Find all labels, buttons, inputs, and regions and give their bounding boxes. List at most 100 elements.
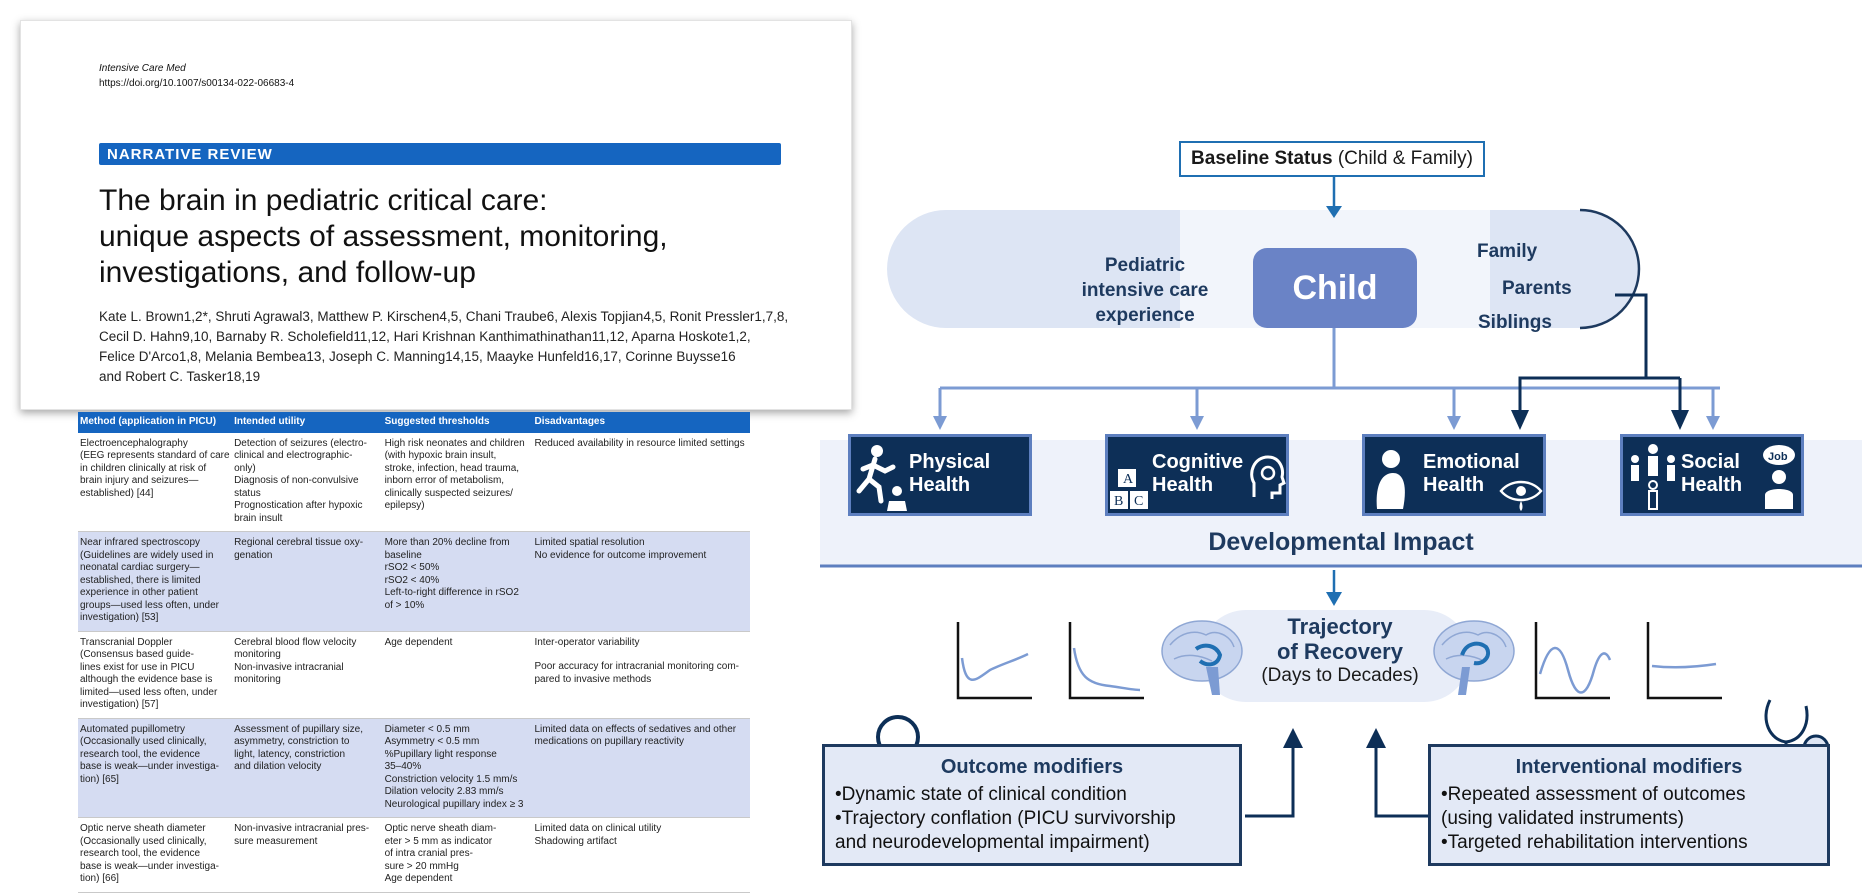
cell-line: Non-invasive intracranial xyxy=(234,662,380,675)
title-line: unique aspects of assessment, monitoring… xyxy=(99,219,799,255)
cognitive-health-box: A B C Cognitive Health xyxy=(1105,434,1289,516)
cell-line: epilepsy) xyxy=(385,500,531,513)
cell-line: monitoring xyxy=(234,674,380,687)
column-header: Method (application in PICU) xyxy=(78,412,232,433)
cell-line: research tool, the evidence xyxy=(80,848,230,861)
outcome-modifiers-box: Outcome modifiers •Dynamic state of clin… xyxy=(822,744,1242,866)
cell-line: asymmetry, constriction to xyxy=(234,736,380,749)
interventional-modifiers-box: Interventional modifiers •Repeated asses… xyxy=(1428,744,1830,866)
list-item: •Dynamic state of clinical condition xyxy=(835,783,1176,807)
physical-health-box: Physical Health xyxy=(848,434,1032,516)
cell-line: inborn error of metabolism, xyxy=(385,475,531,488)
cell-line: research tool, the evidence xyxy=(80,749,230,762)
cell-line: Inter-operator variability xyxy=(534,637,748,650)
cell-line: Dilation velocity 2.83 mm/s xyxy=(385,786,531,799)
cell-line: groups—used less often, under xyxy=(80,600,230,613)
cell-line: base is weak—under investiga- xyxy=(80,861,230,874)
cell-line xyxy=(534,649,748,661)
health-line: Emotional xyxy=(1423,451,1520,474)
list-item: •Repeated assessment of outcomes xyxy=(1441,783,1748,807)
cell-line: pared to invasive methods xyxy=(534,674,748,687)
table-row: Optic nerve sheath diameter(Occasionally… xyxy=(78,818,750,893)
trajectory-label: Trajectory of Recovery (Days to Decades) xyxy=(1190,614,1490,688)
health-line: Physical xyxy=(909,451,990,474)
table-cell-method: Near infrared spectroscopy(Guidelines ar… xyxy=(78,532,232,632)
cell-line: Neurological pupillary index ≥ 3 xyxy=(385,799,531,812)
table-row: Near infrared spectroscopy(Guidelines ar… xyxy=(78,532,750,632)
baseline-label-rest: (Child & Family) xyxy=(1333,148,1473,169)
cell-line: Diagnosis of non-convulsive xyxy=(234,475,380,488)
cell-line: status xyxy=(234,488,380,501)
column-header: Suggested thresholds xyxy=(383,412,533,433)
social-health-box: Social Health Job xyxy=(1620,434,1804,516)
cell-line: stroke, infection, head trauma, xyxy=(385,463,531,476)
table-cell-thresholds: Age dependent xyxy=(383,631,533,718)
cell-line: Transcranial Doppler xyxy=(80,637,230,650)
doi-link[interactable]: https://doi.org/10.1007/s00134-022-06683… xyxy=(99,78,294,89)
running-person-icon xyxy=(853,439,909,515)
author-line: and Robert C. Tasker18,19 xyxy=(99,367,799,387)
table-row: Automated pupillometry(Occasionally used… xyxy=(78,718,750,818)
cell-line: eter > 5 mm as indicator xyxy=(385,836,531,849)
table-cell-thresholds: High risk neonates and children(with hyp… xyxy=(383,433,533,532)
developmental-impact-label: Developmental Impact xyxy=(820,528,1862,557)
interventional-modifiers-title: Interventional modifiers xyxy=(1431,756,1827,779)
cell-line: (with hypoxic brain insult, xyxy=(385,450,531,463)
cell-line: Reduced availability in resource limited… xyxy=(534,438,748,451)
list-item: •Targeted rehabilitation interventions xyxy=(1441,831,1748,855)
paper-title: The brain in pediatric critical care: un… xyxy=(99,183,799,291)
table-cell-utility: Non-invasive intracranial pres-sure meas… xyxy=(232,818,382,893)
picu-experience-label: Pediatric intensive care experience xyxy=(1065,253,1225,328)
cell-line: light, latency, constriction xyxy=(234,749,380,762)
cell-line: of intra cranial pres- xyxy=(385,848,531,861)
cell-line: %Pupillary light response xyxy=(385,749,531,762)
table-header-row: Method (application in PICU) Intended ut… xyxy=(78,412,750,433)
cell-line: of > 10% xyxy=(385,600,531,613)
table-cell-disadvantages: Reduced availability in resource limited… xyxy=(532,433,750,532)
cell-line: medications on pupillary reactivity xyxy=(534,736,748,749)
cell-line: (Consensus based guide- xyxy=(80,649,230,662)
cell-line: Limited data on clinical utility xyxy=(534,823,748,836)
health-line: Health xyxy=(909,474,990,497)
physical-health-label: Physical Health xyxy=(909,451,990,497)
cell-line: Constriction velocity 1.5 mm/s xyxy=(385,774,531,787)
cell-line: Asymmetry < 0.5 mm xyxy=(385,736,531,749)
cell-line: and dilation velocity xyxy=(234,761,380,774)
cell-line: Cerebral blood flow velocity xyxy=(234,637,380,650)
cell-line: in children clinically at risk of xyxy=(80,463,230,476)
table-row: Electroencephalography(EEG represents st… xyxy=(78,433,750,532)
cell-line: although the evidence base is xyxy=(80,674,230,687)
block-letter: A xyxy=(1123,472,1134,487)
cell-line: clinically suspected seizures/ xyxy=(385,488,531,501)
title-line: investigations, and follow-up xyxy=(99,255,799,291)
cell-line: (EEG represents standard of care xyxy=(80,450,230,463)
job-person-icon: Job xyxy=(1757,443,1801,513)
outcome-modifiers-title: Outcome modifiers xyxy=(825,756,1239,779)
baseline-status-box: Baseline Status (Child & Family) xyxy=(1179,141,1485,177)
cell-line: genation xyxy=(234,550,380,563)
cognitive-health-label: Cognitive Health xyxy=(1152,451,1243,497)
cell-line: established, there is limited xyxy=(80,575,230,588)
cell-line: baseline xyxy=(385,550,531,563)
author-list: Kate L. Brown1,2*, Shruti Agrawal3, Matt… xyxy=(99,307,799,387)
cell-line: monitoring xyxy=(234,649,380,662)
siblings-label: Siblings xyxy=(1478,312,1552,334)
cell-line: Diameter < 0.5 mm xyxy=(385,724,531,737)
eye-tear-icon xyxy=(1499,477,1543,513)
cell-line: tion) [65] xyxy=(80,774,230,787)
journal-name: Intensive Care Med xyxy=(99,63,186,74)
cell-line: Non-invasive intracranial pres- xyxy=(234,823,380,836)
cell-line: rSO2 < 40% xyxy=(385,575,531,588)
cell-line: Automated pupillometry xyxy=(80,724,230,737)
cell-line: neonatal cardiac surgery— xyxy=(80,562,230,575)
table-cell-utility: Regional cerebral tissue oxy-genation xyxy=(232,532,382,632)
child-box: Child xyxy=(1253,248,1417,328)
table-cell-disadvantages: Limited spatial resolutionNo evidence fo… xyxy=(532,532,750,632)
sad-person-icon xyxy=(1367,439,1417,515)
methods-table: Method (application in PICU) Intended ut… xyxy=(78,412,750,893)
cell-line: Electroencephalography xyxy=(80,438,230,451)
author-line: Felice D'Arco1,8, Melania Bembea13, Jose… xyxy=(99,347,799,367)
